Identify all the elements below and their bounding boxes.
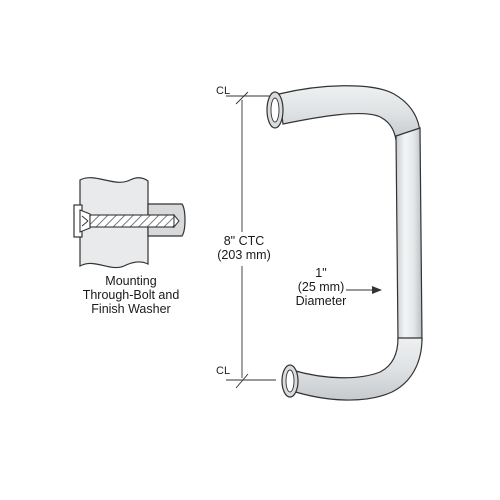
through-bolt xyxy=(89,214,175,228)
handle-grip xyxy=(395,127,423,341)
centerline-text-top: CL xyxy=(216,85,231,97)
bolt-head xyxy=(79,209,91,233)
pull-handle xyxy=(266,85,423,401)
centerline-symbol-bottom: CL xyxy=(216,366,230,377)
diameter-label-line2: (25 mm) xyxy=(297,280,345,294)
ctc-label-line2: (203 mm) xyxy=(217,248,271,262)
handle-bottom-arm xyxy=(288,337,423,401)
mounting-title: Mounting xyxy=(105,274,157,288)
diameter-label-line1: 1" xyxy=(315,266,327,280)
mounting-caption-line1: Through-Bolt and xyxy=(82,288,180,302)
mounting-caption-line2: Finish Washer xyxy=(91,302,171,316)
centerline-symbol-top: CL xyxy=(216,86,230,97)
handle-top-arm xyxy=(278,85,421,141)
ctc-dimension-line xyxy=(226,91,276,389)
ctc-label-line1: 8" CTC xyxy=(223,234,265,248)
mounting-caption: Mounting Through-Bolt and Finish Washer xyxy=(66,274,196,316)
diameter-arrow xyxy=(346,286,382,294)
mounting-inset xyxy=(73,177,186,269)
diameter-label: 1" (25 mm) Diameter xyxy=(290,266,352,308)
centerline-text-bottom: CL xyxy=(216,365,231,377)
ctc-label: 8" CTC (203 mm) xyxy=(212,234,276,262)
diameter-label-line3: Diameter xyxy=(295,294,347,308)
